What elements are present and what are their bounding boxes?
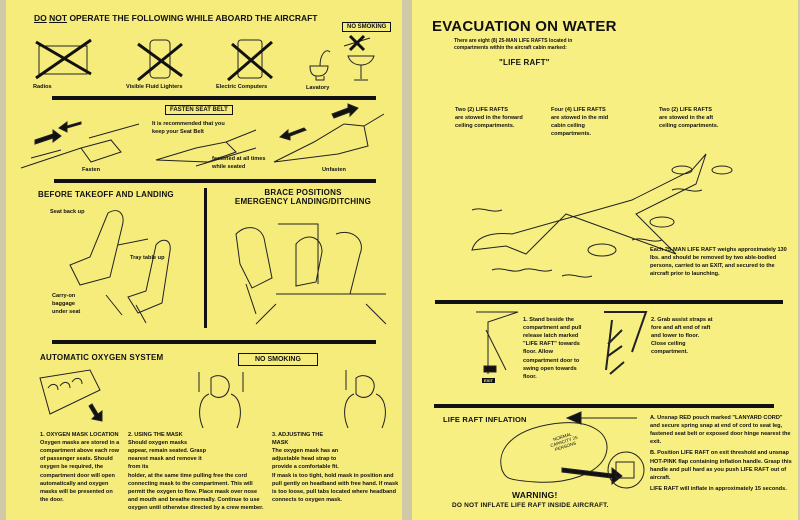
inflation-time: LIFE RAFT will inflate in approximately …: [650, 485, 787, 492]
seatbelt-recommendation-cont: fastened at all times while seated: [212, 156, 266, 171]
unfasten-label: Unfasten: [322, 167, 346, 173]
warning-heading: WARNING!: [512, 490, 558, 500]
item-label-radios: Radios: [33, 84, 52, 90]
fasten-label: Fasten: [82, 167, 101, 173]
tray-table-label: Tray table up: [130, 255, 165, 261]
left-page: DO NOT OPERATE THE FOLLOWING WHILE ABOAR…: [6, 0, 402, 520]
seat-illustration: [69, 210, 171, 324]
oxygen-compartment-illustration: [39, 369, 103, 422]
seat-back-up-label: Seat back up: [50, 209, 85, 215]
prohibited-items-heading: DO NOT OPERATE THE FOLLOWING WHILE ABOAR…: [34, 13, 318, 23]
radio-icon: [35, 38, 92, 80]
divider: [434, 404, 774, 408]
fasten-belt-illustration: [20, 121, 140, 169]
raft-removal-step1: 1. Stand beside the compartment and pull…: [523, 317, 582, 380]
takeoff-heading: BEFORE TAKEOFF AND LANDING: [38, 190, 174, 199]
raft-weight-note: Each 25-MAN LIFE RAFT weighs approximate…: [650, 247, 787, 278]
calculator-icon: [227, 39, 273, 82]
unfasten-belt-illustration: [273, 103, 385, 163]
inflation-steps: A. Unsnap RED pouch marked "LANYARD CORD…: [650, 414, 794, 496]
lavatory-icon: [309, 50, 375, 81]
divider: [54, 179, 376, 183]
item-label-computers: Electric Computers: [216, 84, 268, 90]
right-page: EVACUATION ON WATER There are eight (8) …: [412, 0, 798, 520]
no-smoking-sign: NO SMOKING: [342, 22, 392, 32]
lower-raft-illustration: [604, 311, 648, 375]
inflation-heading: LIFE RAFT INFLATION: [443, 415, 527, 424]
page-title: EVACUATION ON WATER: [432, 18, 617, 35]
no-smoking-sign: NO SMOKING: [238, 353, 318, 366]
divider: [52, 96, 376, 100]
intro-text: There are eight (8) 25-MAN LIFE RAFTS lo…: [454, 38, 573, 52]
divider: [52, 340, 376, 344]
oxygen-heading: AUTOMATIC OXYGEN SYSTEM: [40, 353, 164, 362]
inflation-step-b: B. Position LIFE RAFT on exit threshold …: [650, 450, 792, 481]
seatbelt-recommendation: It is recommended that you keep your Sea…: [152, 121, 225, 136]
life-raft-pack-illustration: [500, 411, 645, 489]
exit-sign: EXIT: [482, 378, 495, 383]
lighter-icon: [137, 39, 183, 82]
aircraft-on-water-illustration: [471, 153, 733, 278]
vertical-divider: [204, 188, 207, 328]
carry-on-label: Carry-on baggage under seat: [52, 293, 81, 316]
warning-text: DO NOT INFLATE LIFE RAFT INSIDE AIRCRAFT…: [452, 502, 609, 509]
raft-removal-step2: 2. Grab assist straps at fore and aft en…: [651, 317, 713, 356]
brace-positions-illustration: [235, 223, 387, 325]
fastened-belt-illustration: [155, 129, 257, 167]
adjusting-mask-illustration: [344, 370, 386, 429]
item-label-lighters: Visible Fluid Lighters: [126, 84, 183, 90]
release-latch-illustration: [476, 311, 519, 374]
divider: [435, 300, 783, 304]
life-raft-marking: "LIFE RAFT": [499, 58, 550, 67]
item-label-lavatory: Lavatory: [306, 85, 330, 91]
using-mask-illustration: [198, 372, 244, 429]
fasten-seat-belt-sign: FASTEN SEAT BELT: [165, 105, 233, 115]
inflation-step-a: A. Unsnap RED pouch marked "LANYARD CORD…: [650, 415, 791, 446]
no-smoking-cigarette-icon: [343, 34, 371, 52]
